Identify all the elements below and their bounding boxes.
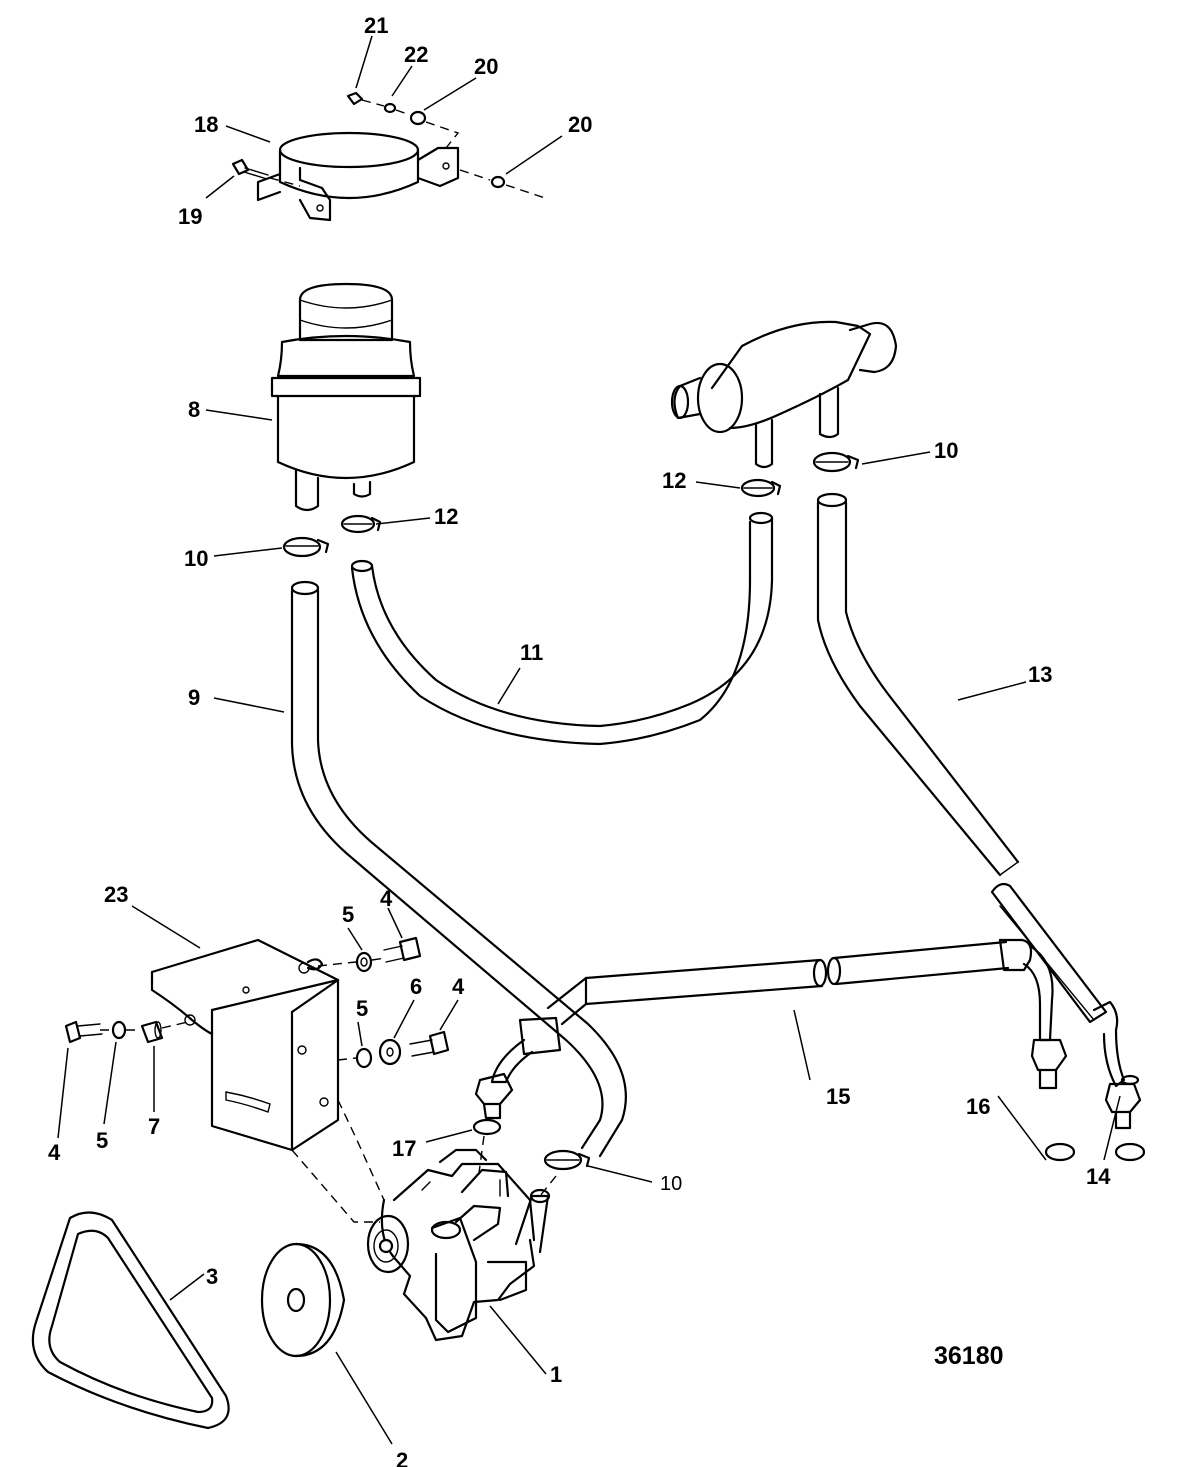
washer-5-top (355, 951, 373, 973)
callout-2: 2 (396, 1448, 408, 1467)
o-ring-16 (1044, 1142, 1076, 1162)
top-bolt-axis (317, 957, 387, 967)
callout-4-mid: 4 (452, 974, 465, 999)
callout-14: 14 (1086, 1164, 1111, 1189)
mid-bolt-axis (337, 1057, 357, 1061)
hose-clamp-12-reservoir (340, 514, 382, 534)
clamp-axis (539, 1175, 557, 1197)
hose-clamp-10-reservoir (282, 536, 330, 558)
callout-12-right: 12 (662, 468, 686, 493)
pump-mounting-bracket (150, 938, 340, 1152)
callout-17: 17 (392, 1136, 416, 1161)
callout-20-lower: 20 (568, 112, 592, 137)
hose-11 (350, 511, 774, 746)
leader-lines (57, 35, 1121, 1445)
callout-9: 9 (188, 685, 200, 710)
hardware-20-right (459, 169, 546, 199)
callout-4-left: 4 (48, 1140, 61, 1165)
o-ring-17 (472, 1118, 502, 1136)
hardware-21-22-20 (346, 91, 460, 149)
callout-6: 6 (410, 974, 422, 999)
power-steering-cooler (670, 320, 898, 469)
callout-21: 21 (364, 13, 388, 38)
callout-8: 8 (188, 397, 200, 422)
hose-clamp-10-cooler (812, 451, 860, 473)
o-ring-14 (1114, 1142, 1146, 1162)
callout-13: 13 (1028, 662, 1052, 687)
callout-10-right: 10 (934, 438, 958, 463)
bolt-4-mid (409, 1030, 450, 1057)
callout-7: 7 (148, 1114, 160, 1139)
callout-12-left: 12 (434, 504, 458, 529)
bolt-4-top (383, 936, 422, 963)
callout-15: 15 (826, 1084, 850, 1109)
callout-20-upper: 20 (474, 54, 498, 79)
callout-3: 3 (206, 1264, 218, 1289)
callout-5-left: 5 (96, 1128, 108, 1153)
figure-number: 36180 (934, 1342, 1004, 1370)
bracket-pump-axis (337, 1099, 385, 1201)
bolt-4-left (64, 1020, 103, 1044)
callout-10-left: 10 (184, 546, 208, 571)
o-ring-axis (477, 1135, 485, 1181)
hose-clamp-10-pump (543, 1149, 591, 1171)
power-steering-pump (366, 1148, 551, 1342)
callout-4-top: 4 (380, 886, 393, 911)
callout-10-pump: 10 (660, 1173, 682, 1195)
callout-5-mid: 5 (356, 996, 368, 1021)
pump-pulley (260, 1242, 346, 1358)
callout-1: 1 (550, 1362, 562, 1387)
hose-9 (290, 580, 627, 1158)
hose-13 (816, 492, 1142, 1130)
bolt-axis-line (269, 177, 301, 187)
callout-23: 23 (104, 882, 128, 907)
callout-19: 19 (178, 204, 202, 229)
drive-belt (31, 1211, 230, 1430)
reservoir-mounting-bracket (256, 131, 460, 222)
left-bolt-axis (100, 1021, 189, 1031)
callout-11: 11 (520, 640, 543, 665)
callout-16: 16 (966, 1094, 990, 1119)
callout-22: 22 (404, 42, 428, 67)
bracket-pump-axis-2 (291, 1149, 380, 1223)
power-steering-reservoir (270, 282, 422, 512)
callout-18: 18 (194, 112, 218, 137)
callout-5-top: 5 (342, 902, 354, 927)
hose-15 (474, 938, 1068, 1120)
spacer-7 (140, 1020, 164, 1044)
washer-5-left (111, 1020, 127, 1040)
washer-6 (378, 1038, 402, 1066)
hose-clamp-12-cooler (740, 478, 782, 498)
bracket-bolt-19 (231, 158, 269, 180)
washer-5-mid (355, 1047, 373, 1069)
